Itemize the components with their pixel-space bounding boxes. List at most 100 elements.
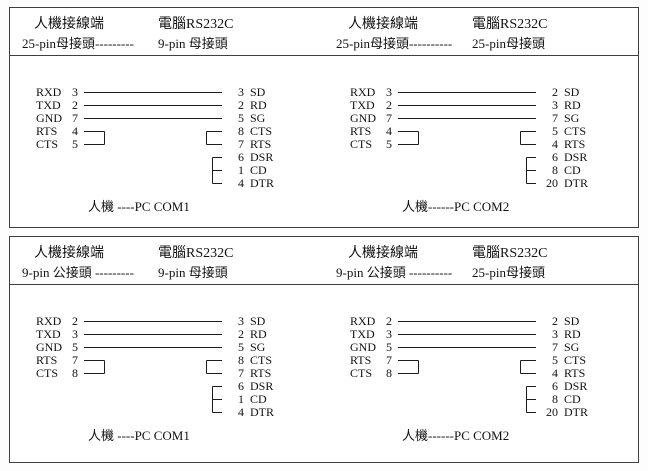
pin-number: 2 bbox=[386, 98, 392, 112]
wiring-panel-1: 人機接線端 電腦RS232C 25-pin母接頭--------- 9-pin … bbox=[9, 7, 639, 228]
pin-number: 6 bbox=[552, 379, 558, 393]
signal-label: RTS bbox=[250, 137, 272, 151]
pc-title: 電腦RS232C bbox=[472, 246, 548, 261]
signal-label: SD bbox=[564, 314, 580, 328]
dash-connector: --------- bbox=[91, 265, 134, 280]
pin-number: 7 bbox=[552, 340, 558, 354]
connector-type: 25-pin母接頭 bbox=[336, 36, 409, 51]
wires-svg bbox=[84, 321, 222, 413]
pc-subtitle: 9-pin 母接頭 bbox=[158, 265, 228, 280]
signal-label: DSR bbox=[564, 150, 588, 164]
signal-label: GND bbox=[350, 111, 376, 125]
signal-label: GND bbox=[36, 340, 62, 354]
dash-connector: ---------- bbox=[408, 36, 453, 51]
pin-number: 4 bbox=[238, 176, 244, 190]
wiring-panel-2: 人機接線端 電腦RS232C 9-pin 公接頭 --------- 9-pin… bbox=[9, 236, 639, 463]
signal-label: RD bbox=[250, 327, 267, 341]
pin-number: 6 bbox=[238, 150, 244, 164]
signal-label: DTR bbox=[250, 176, 274, 190]
signal-label: SG bbox=[250, 340, 266, 354]
pin-number: 2 bbox=[72, 98, 78, 112]
dash-connector: ---------- bbox=[405, 265, 453, 280]
wires-svg bbox=[398, 321, 536, 413]
pin-number: 2 bbox=[72, 314, 78, 328]
connector-header: 人機接線端 電腦RS232C 25-pin母接頭--------- 9-pin … bbox=[10, 8, 324, 56]
device-title: 人機接線端 bbox=[348, 17, 418, 32]
device-subtitle: 25-pin母接頭--------- bbox=[22, 33, 134, 52]
pin-number: 5 bbox=[72, 340, 78, 354]
pin-number: 3 bbox=[72, 327, 78, 341]
pin-number: 2 bbox=[386, 314, 392, 328]
pin-number: 5 bbox=[386, 340, 392, 354]
signal-label: SG bbox=[250, 111, 266, 125]
pin-number: 5 bbox=[386, 137, 392, 151]
pin-number: 5 bbox=[552, 353, 558, 367]
signal-label: RXD bbox=[36, 85, 62, 99]
pin-number: 7 bbox=[386, 353, 392, 367]
pin-number: 7 bbox=[72, 353, 78, 367]
signal-label: GND bbox=[350, 340, 376, 354]
signal-label: SD bbox=[250, 85, 266, 99]
pin-number: 2 bbox=[552, 314, 558, 328]
device-subtitle: 9-pin 公接頭 ---------- bbox=[336, 262, 452, 281]
pc-title: 電腦RS232C bbox=[158, 246, 234, 261]
pin-number: 6 bbox=[238, 379, 244, 393]
pin-number: 2 bbox=[552, 85, 558, 99]
signal-label: CTS bbox=[350, 137, 373, 151]
pin-number: 5 bbox=[238, 111, 244, 125]
pc-title: 電腦RS232C bbox=[472, 17, 548, 32]
signal-label: CTS bbox=[564, 124, 587, 138]
pin-number: 1 bbox=[238, 163, 244, 177]
pin-number: 8 bbox=[238, 124, 244, 138]
caption: 人機 ----PC COM1 bbox=[88, 199, 190, 214]
pin-number: 1 bbox=[238, 392, 244, 406]
signal-label: SG bbox=[564, 111, 580, 125]
panel-1-header: 人機接線端 電腦RS232C 25-pin母接頭--------- 9-pin … bbox=[10, 8, 638, 56]
pin-number: 4 bbox=[238, 405, 244, 419]
signal-label: RXD bbox=[350, 314, 376, 328]
pin-number: 7 bbox=[386, 111, 392, 125]
pin-number: 5 bbox=[72, 137, 78, 151]
pin-number: 3 bbox=[238, 85, 244, 99]
pin-number: 5 bbox=[238, 340, 244, 354]
pin-number: 3 bbox=[238, 314, 244, 328]
connector-header: 人機接線端 電腦RS232C 9-pin 公接頭 ---------- 25-p… bbox=[324, 237, 638, 285]
signal-label: SD bbox=[250, 314, 266, 328]
signal-label: DSR bbox=[564, 379, 588, 393]
signal-label: TXD bbox=[350, 327, 375, 341]
signal-label: RTS bbox=[36, 353, 58, 367]
device-title: 人機接線端 bbox=[348, 246, 418, 261]
pin-number: 3 bbox=[552, 327, 558, 341]
pin-number: 8 bbox=[552, 163, 558, 177]
pin-number: 8 bbox=[72, 366, 78, 380]
connector-header: 人機接線端 電腦RS232C 25-pin母接頭---------- 25-pi… bbox=[324, 8, 638, 56]
pc-title: 電腦RS232C bbox=[158, 17, 234, 32]
device-title: 人機接線端 bbox=[34, 17, 104, 32]
pin-number: 2 bbox=[238, 327, 244, 341]
signal-label: RD bbox=[250, 98, 267, 112]
pin-number: 4 bbox=[552, 366, 558, 380]
dash-connector: --------- bbox=[94, 36, 134, 51]
pin-number: 6 bbox=[552, 150, 558, 164]
pc-subtitle: 25-pin母接頭 bbox=[472, 265, 545, 280]
signal-label: RTS bbox=[250, 366, 272, 380]
pin-number: 8 bbox=[238, 353, 244, 367]
signal-label: RTS bbox=[350, 353, 372, 367]
signal-label: CTS bbox=[250, 353, 273, 367]
signal-label: DTR bbox=[250, 405, 274, 419]
wires-svg bbox=[84, 92, 222, 184]
connector-type: 9-pin 公接頭 bbox=[336, 265, 406, 280]
wires-svg bbox=[398, 92, 536, 184]
pin-number: 2 bbox=[238, 98, 244, 112]
signal-label: TXD bbox=[36, 98, 61, 112]
pin-number: 4 bbox=[386, 124, 392, 138]
